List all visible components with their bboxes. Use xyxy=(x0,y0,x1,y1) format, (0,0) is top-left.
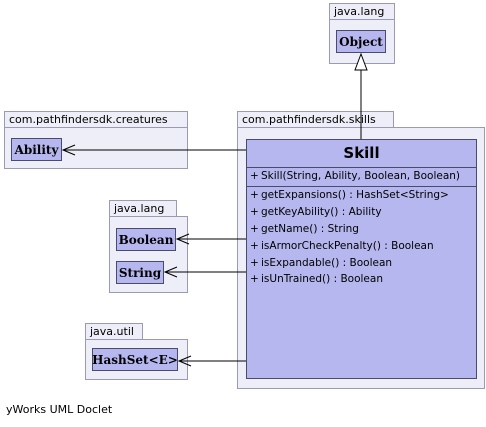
constructor-item[interactable]: +Skill(String, Ability, Boolean, Boolean… xyxy=(247,168,476,185)
credit-text: yWorks UML Doclet xyxy=(6,403,113,416)
class-skill-divider xyxy=(247,167,476,168)
method-item[interactable]: +isUnTrained() : Boolean xyxy=(247,271,476,288)
visibility-marker: + xyxy=(250,188,259,201)
class-hashset[interactable]: HashSet<E> xyxy=(92,348,178,371)
method-signature: getExpansions() : HashSet<String> xyxy=(261,188,449,201)
method-item[interactable]: +getExpansions() : HashSet<String> xyxy=(247,187,476,204)
visibility-marker: + xyxy=(250,170,259,182)
method-signature: isArmorCheckPenalty() : Boolean xyxy=(261,239,434,252)
visibility-marker: + xyxy=(250,222,259,235)
dependency-arrowhead-ability xyxy=(61,144,76,156)
class-string[interactable]: String xyxy=(116,261,164,284)
method-signature: getName() : String xyxy=(261,222,359,235)
package-tab-java-util: java.util xyxy=(85,323,143,340)
dependency-arrowhead-boolean xyxy=(175,233,190,245)
method-item[interactable]: +isArmorCheckPenalty() : Boolean xyxy=(247,238,476,255)
dependency-arrowhead-hashset xyxy=(177,355,192,367)
package-tab-skills: com.pathfindersdk.skills xyxy=(237,111,394,128)
constructor-signature: Skill(String, Ability, Boolean, Boolean) xyxy=(261,170,461,182)
method-signature: isUnTrained() : Boolean xyxy=(261,273,383,286)
class-object[interactable]: Object xyxy=(336,30,386,53)
class-skill-divider xyxy=(247,185,476,187)
method-signature: isExpandable() : Boolean xyxy=(261,256,393,269)
visibility-marker: + xyxy=(250,205,259,218)
class-skill-title: Skill xyxy=(343,144,380,162)
visibility-marker: + xyxy=(250,256,259,269)
method-item[interactable]: +getName() : String xyxy=(247,221,476,238)
visibility-marker: + xyxy=(250,273,259,286)
method-item[interactable]: +getKeyAbility() : Ability xyxy=(247,204,476,221)
class-skill[interactable]: Skill +Skill(String, Ability, Boolean, B… xyxy=(246,139,477,379)
method-signature: getKeyAbility() : Ability xyxy=(261,205,382,218)
class-ability[interactable]: Ability xyxy=(11,138,62,161)
generalization-arrowhead xyxy=(354,52,368,71)
class-boolean[interactable]: Boolean xyxy=(116,228,176,251)
visibility-marker: + xyxy=(250,239,259,252)
dependency-arrowhead-string xyxy=(163,266,178,278)
method-item[interactable]: +isExpandable() : Boolean xyxy=(247,255,476,272)
